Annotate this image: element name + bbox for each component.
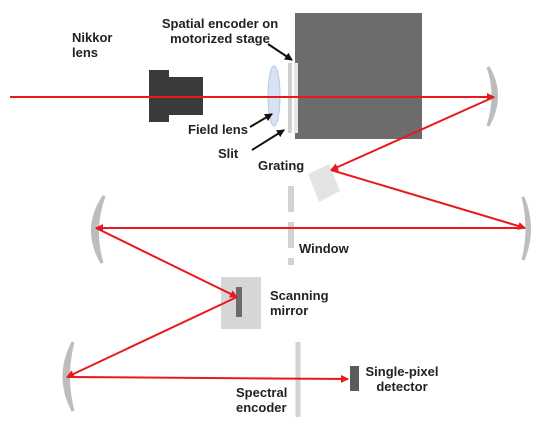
scanning-mirror — [236, 287, 242, 317]
beam-segment-to-grating — [330, 96, 495, 171]
grating — [308, 164, 340, 202]
mirror-left-bottom — [62, 341, 75, 412]
mirror-left-middle — [91, 195, 106, 264]
housing-block — [295, 13, 422, 139]
beam-segment-to-right-mirror — [330, 169, 526, 230]
single-pixel-detector-label: Single-pixel detector — [365, 364, 439, 394]
field-lens-pointer — [249, 113, 273, 128]
slit-label: Slit — [218, 146, 239, 161]
window-label: Window — [299, 241, 349, 256]
beam-segment-to-detector — [66, 374, 349, 383]
nikkor-lens-label: Nikkor lens — [72, 30, 113, 60]
single-pixel-detector — [350, 366, 359, 391]
spatial-encoder-pointer — [267, 43, 293, 61]
field-lens-label: Field lens — [188, 122, 248, 137]
slit-pointer — [251, 129, 285, 151]
scanning-mirror-label: Scanning mirror — [270, 288, 329, 318]
mirror-top-right — [486, 66, 498, 127]
beam-segment-to-scanning-mirror — [95, 227, 238, 298]
beam-segment-to-bottom-mirror — [66, 296, 238, 378]
spectral-encoder-label: Spectral encoder — [236, 385, 288, 415]
spatial-encoder-label: Spatial encoder on motorized stage — [161, 16, 279, 46]
mirror-right — [521, 196, 531, 261]
grating-label: Grating — [258, 158, 305, 173]
